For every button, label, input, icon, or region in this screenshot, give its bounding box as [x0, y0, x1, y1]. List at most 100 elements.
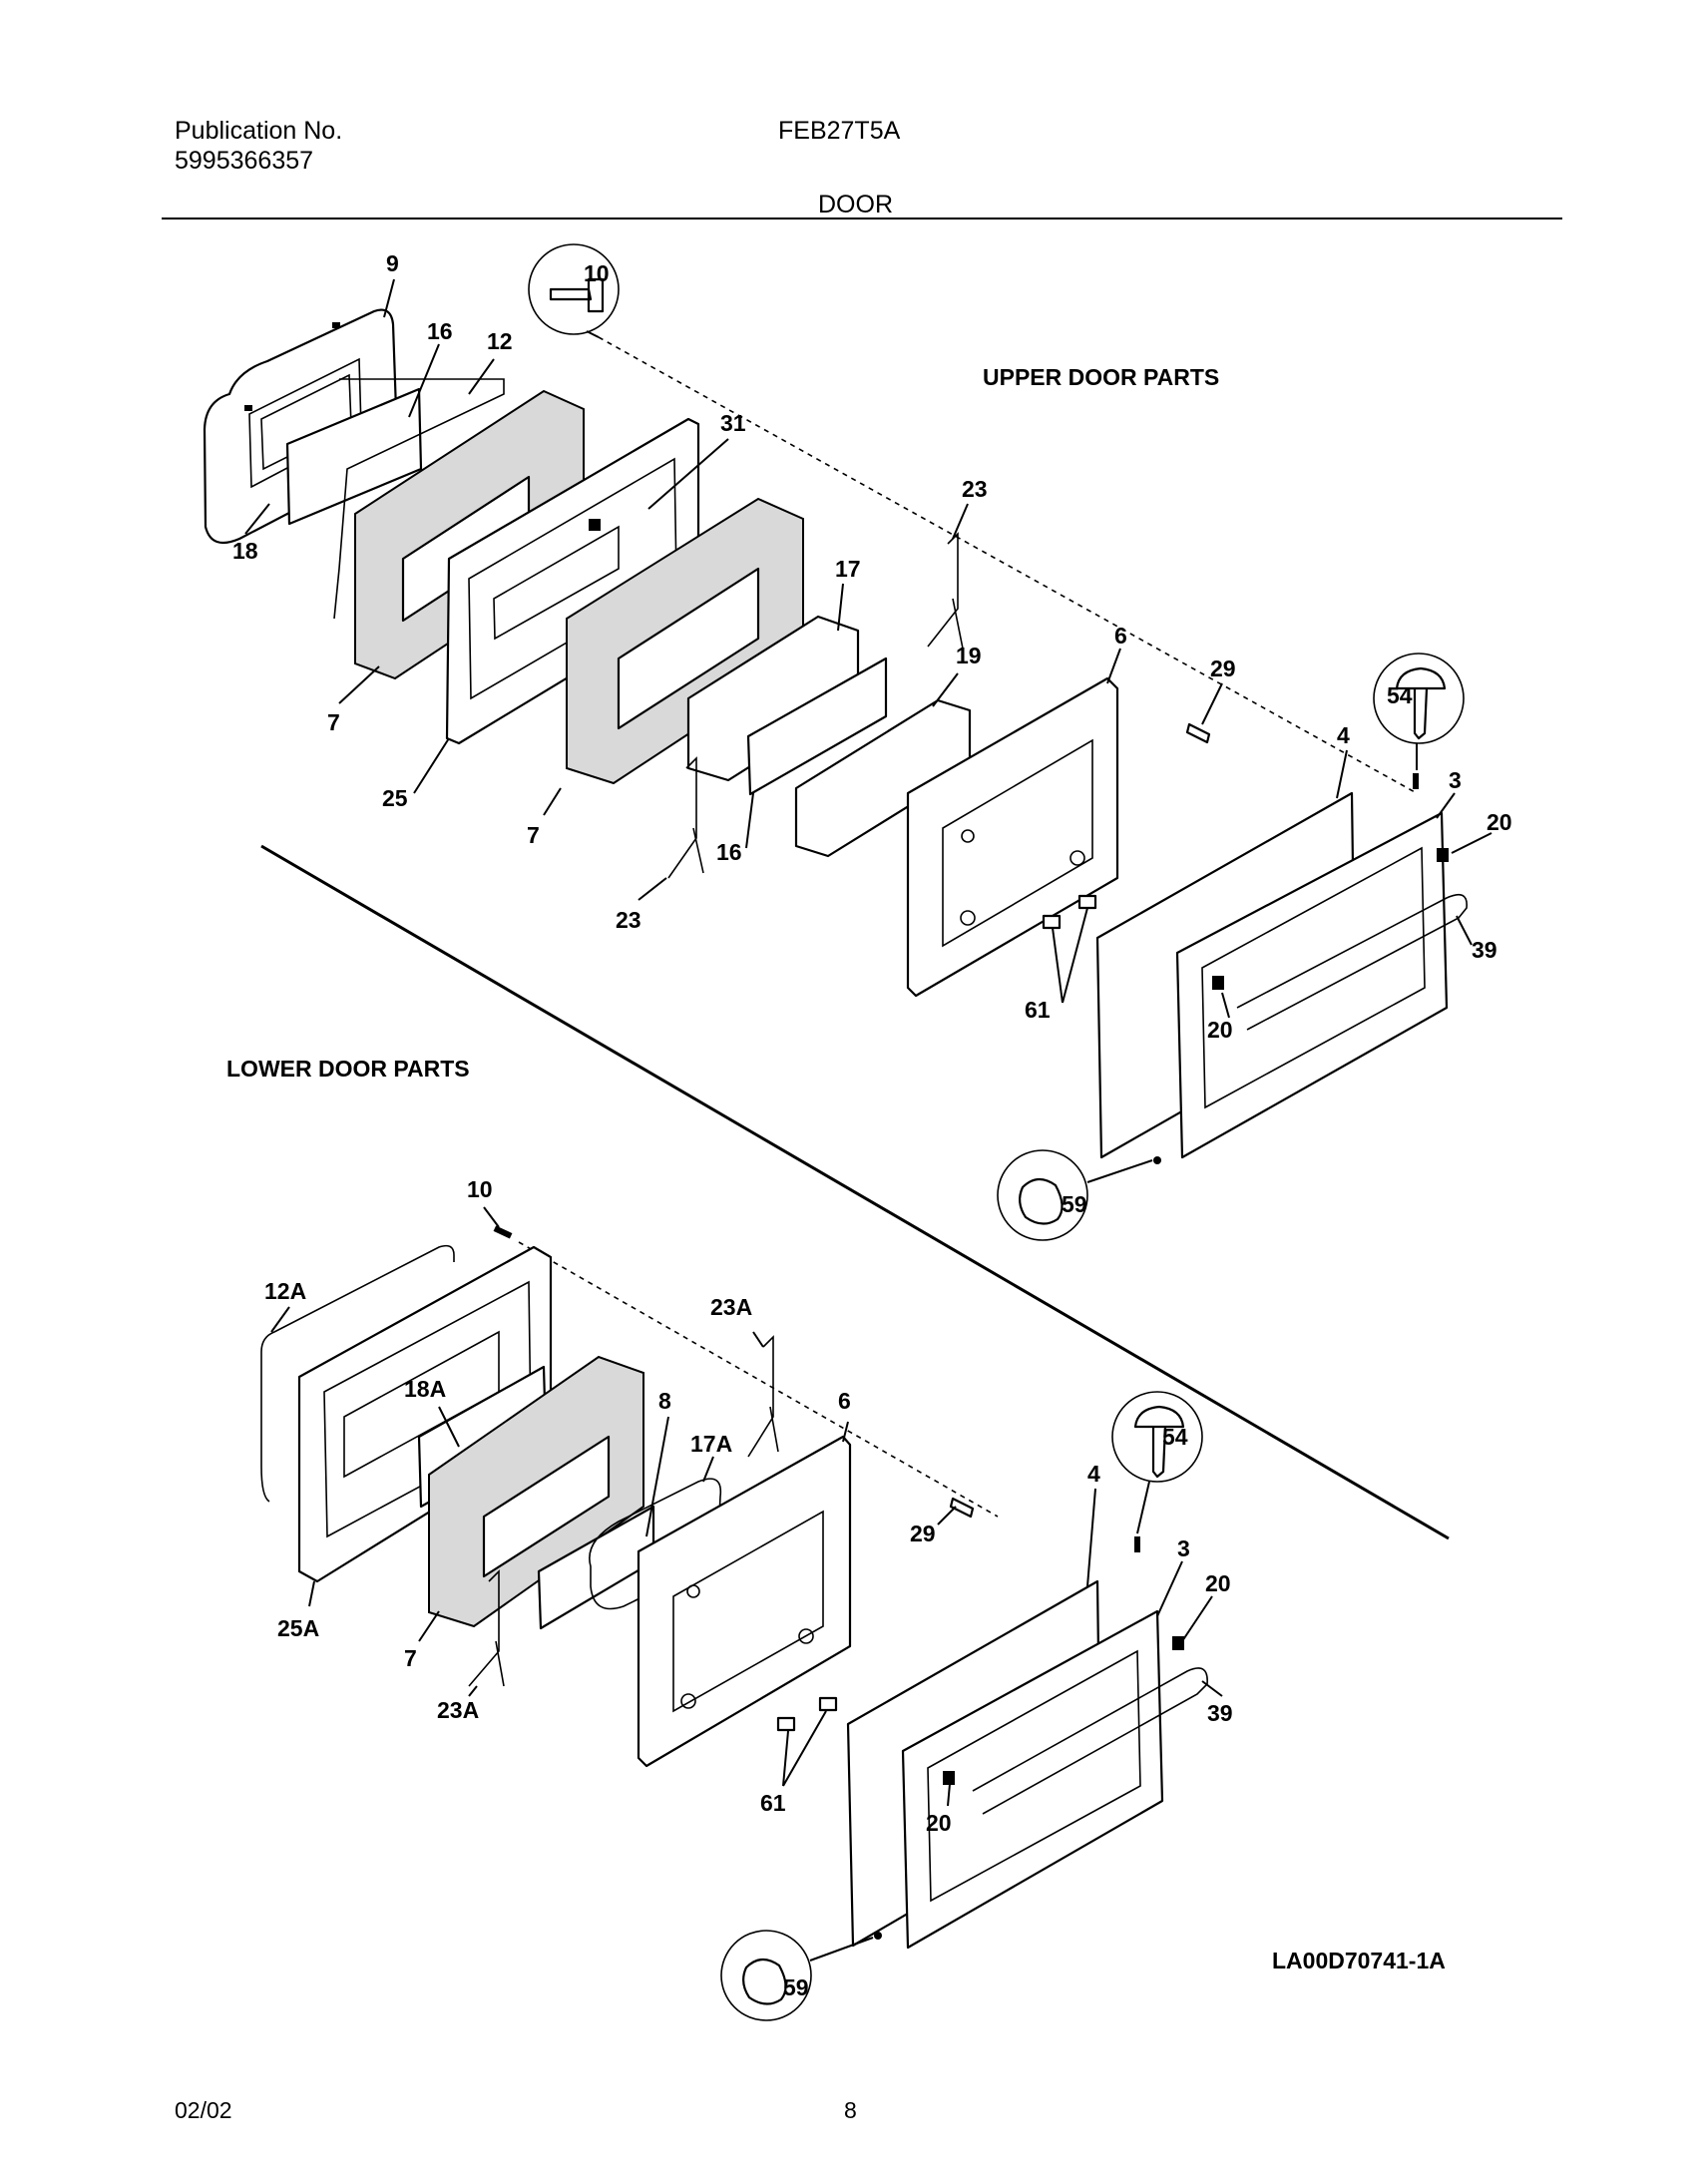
section-divider-line: [260, 844, 1450, 1540]
upper-label-20-b: 20: [1207, 1017, 1233, 1043]
upper-part-12-gasket: [333, 378, 505, 620]
upper-label-20-a: 20: [1487, 809, 1512, 835]
lower-part-3-outer-frame: [901, 1609, 1164, 1950]
lower-part-6-door-liner: [637, 1435, 852, 1768]
upper-label-10: 10: [584, 260, 610, 286]
lower-callout-59-circle: [720, 1930, 812, 2021]
upper-label-29: 29: [1210, 655, 1236, 681]
upper-part-39-handle: [1236, 893, 1468, 1031]
upper-label-16-a: 16: [427, 318, 453, 344]
lower-label-8: 8: [658, 1388, 671, 1414]
lower-label-10: 10: [467, 1176, 493, 1202]
page-number: 8: [844, 2097, 857, 2123]
upper-label-7-b: 7: [527, 822, 540, 848]
lower-label-4: 4: [1087, 1461, 1100, 1487]
lower-part-20-end-cap-b: [943, 1771, 955, 1785]
upper-label-16-b: 16: [716, 839, 742, 865]
upper-label-18: 18: [232, 538, 258, 564]
publication-label: Publication No.: [175, 117, 343, 145]
upper-part-16-glass: [285, 387, 423, 526]
lower-label-6: 6: [838, 1388, 851, 1414]
lower-label-54: 54: [1162, 1424, 1188, 1450]
lower-door-parts-heading: LOWER DOOR PARTS: [226, 1056, 470, 1082]
upper-label-54: 54: [1387, 682, 1413, 708]
lower-label-12a: 12A: [264, 1278, 306, 1304]
upper-part-54-screw: [1413, 773, 1419, 789]
upper-part-6-door-liner: [906, 676, 1119, 998]
upper-label-59: 59: [1062, 1191, 1087, 1217]
upper-door-assembly: 9 10 16 12 31 18 23 17 19 6 29 54 3 20 4…: [203, 243, 1512, 1241]
upper-callout-59-circle: [997, 1149, 1088, 1241]
upper-part-3-outer-frame: [1175, 811, 1449, 1159]
lower-label-23a-a: 23A: [710, 1294, 752, 1320]
lower-part-12a-gasket: [260, 1244, 455, 1503]
lower-label-20-b: 20: [926, 1810, 952, 1836]
lower-label-20-a: 20: [1205, 1570, 1231, 1596]
lower-door-assembly: 10 12A 18A 8 23A 6 17A 54 29 4 3 20 39 2…: [260, 1176, 1233, 2021]
lower-label-17a: 17A: [690, 1431, 732, 1457]
upper-part-23-hinge-b: [667, 756, 704, 879]
lower-label-25a: 25A: [277, 1615, 319, 1641]
lower-label-18a: 18A: [404, 1376, 446, 1402]
lower-label-23a-b: 23A: [437, 1697, 479, 1723]
publication-number: 5995366357: [175, 147, 314, 175]
model-number: FEB27T5A: [778, 117, 901, 145]
lower-part-61-bumper-b: [818, 1696, 838, 1712]
lower-leader-59: [809, 1937, 874, 1962]
lower-label-7: 7: [404, 1645, 417, 1671]
upper-label-7-a: 7: [327, 709, 340, 735]
lower-alignment-line: [518, 1241, 999, 1518]
upper-callout-54-circle: [1373, 653, 1465, 744]
lower-label-59: 59: [783, 1974, 809, 2000]
lower-label-29: 29: [910, 1521, 936, 1546]
lower-part-10-screw: [493, 1225, 513, 1239]
section-title: DOOR: [818, 191, 893, 218]
upper-label-25: 25: [382, 785, 408, 811]
lower-part-23a-hinge-b: [468, 1569, 505, 1687]
clip-icon: [1019, 1177, 1064, 1225]
lower-part-54-screw: [1134, 1536, 1140, 1552]
upper-part-29-pin: [1185, 722, 1211, 744]
lower-part-23a-hinge-a: [747, 1335, 779, 1458]
upper-part-61-bumper-b: [1077, 894, 1097, 910]
lower-label-3: 3: [1177, 1535, 1190, 1561]
clip-icon: [742, 1958, 787, 2005]
upper-door-parts-heading: UPPER DOOR PARTS: [983, 364, 1220, 390]
lower-part-59-clip-dot: [874, 1932, 882, 1940]
upper-label-3: 3: [1449, 767, 1462, 793]
upper-part-20-end-cap-a: [1437, 848, 1449, 862]
lower-part-7-insulation: [428, 1355, 644, 1628]
upper-alignment-line: [598, 336, 1418, 794]
lower-label-61: 61: [760, 1790, 786, 1816]
lower-part-29-pin: [949, 1497, 975, 1519]
drawing-id: LA00D70741-1A: [1272, 1948, 1446, 1973]
header-rule: [162, 218, 1562, 219]
upper-label-39: 39: [1472, 937, 1497, 963]
upper-callout-10-circle: [528, 243, 620, 335]
upper-label-19: 19: [956, 643, 982, 668]
upper-part-61-bumper-a: [1042, 914, 1062, 930]
footer-date: 02/02: [175, 2097, 232, 2123]
upper-label-12: 12: [487, 328, 513, 354]
upper-leader-10: [586, 330, 600, 338]
upper-label-4: 4: [1337, 722, 1350, 748]
screw-icon: [1395, 666, 1447, 740]
upper-label-6: 6: [1114, 623, 1127, 649]
upper-label-61: 61: [1025, 997, 1051, 1023]
upper-label-17: 17: [835, 556, 861, 582]
lower-leader-54: [1136, 1481, 1150, 1534]
screw-icon: [1133, 1405, 1185, 1479]
lower-part-61-bumper-a: [776, 1716, 796, 1732]
upper-label-23-b: 23: [616, 907, 641, 933]
upper-label-9: 9: [386, 250, 399, 276]
upper-label-23-a: 23: [962, 476, 988, 502]
upper-part-59-clip-dot: [1153, 1156, 1161, 1164]
lower-label-39: 39: [1207, 1700, 1233, 1726]
bolt-icon: [549, 277, 605, 313]
lower-callout-54-circle: [1111, 1391, 1203, 1483]
lower-window-cutout: [482, 1435, 611, 1578]
upper-leader-59: [1086, 1159, 1153, 1183]
upper-label-31: 31: [720, 410, 746, 436]
upper-part-16-inner-glass: [746, 656, 888, 796]
